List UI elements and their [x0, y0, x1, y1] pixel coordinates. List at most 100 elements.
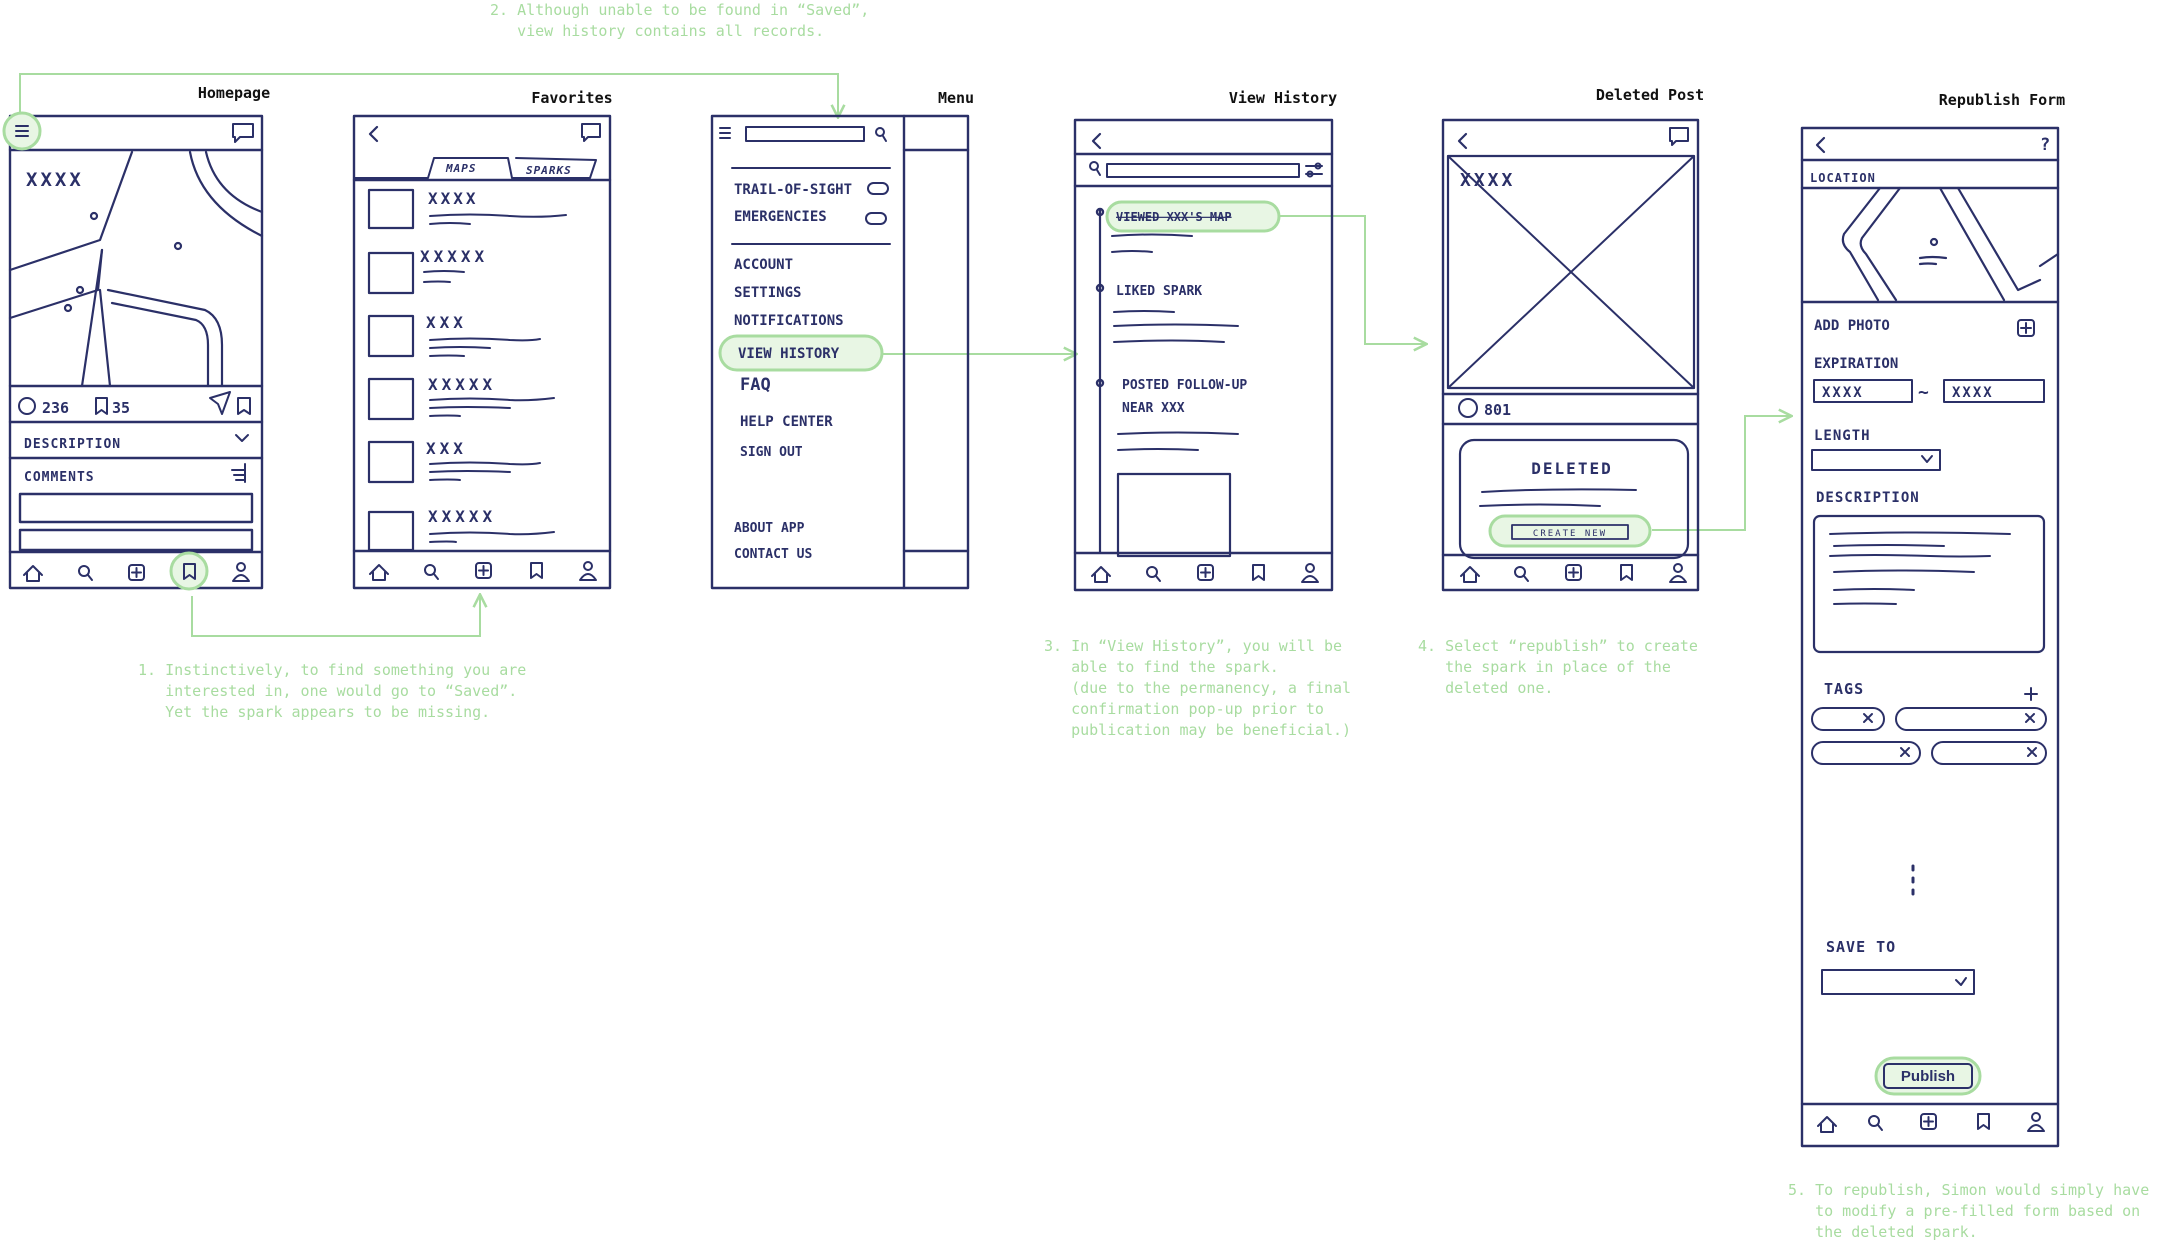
search-icon[interactable] [1089, 161, 1101, 176]
add-icon[interactable] [475, 562, 492, 579]
favorites-tab-maps[interactable]: MAPS [445, 162, 477, 175]
comment-input-2[interactable] [18, 528, 254, 552]
help-icon[interactable]: ? [2040, 135, 2050, 155]
screen-title-deleted-post: Deleted Post [1596, 86, 1704, 104]
nav-bookmark-icon[interactable] [530, 562, 543, 579]
menu-item-emergencies[interactable]: EMERGENCIES [734, 209, 827, 225]
add-photo-icon[interactable] [2017, 319, 2035, 337]
menu-item-about-app[interactable]: ABOUT APP [734, 521, 805, 536]
chat-icon[interactable] [232, 123, 254, 143]
search-icon[interactable] [1868, 1115, 1883, 1131]
favorite-thumb[interactable] [367, 251, 415, 295]
home-icon[interactable] [1817, 1116, 1837, 1133]
screen-title-view-history: View History [1229, 89, 1337, 107]
menu-item-sign-out[interactable]: SIGN OUT [740, 445, 803, 460]
home-icon[interactable] [23, 565, 43, 582]
menu-item-help-center[interactable]: HELP CENTER [740, 414, 833, 430]
nav-bookmark-icon[interactable] [1977, 1113, 1990, 1130]
add-icon[interactable] [1920, 1113, 1937, 1130]
search-icon[interactable] [1146, 566, 1161, 582]
menu-item-notifications[interactable]: NOTIFICATIONS [734, 313, 844, 329]
favorite-item-title: XXXX [428, 189, 479, 208]
menu-item-faq[interactable]: FAQ [740, 375, 771, 395]
filter-icon[interactable] [1305, 162, 1323, 178]
history-entry-near: NEAR XXX [1122, 401, 1185, 416]
home-icon[interactable] [1460, 566, 1480, 583]
description-textarea[interactable] [1812, 514, 2046, 654]
back-icon[interactable] [1457, 132, 1468, 150]
search-icon[interactable] [78, 565, 93, 581]
expiration-to-input[interactable] [1943, 379, 2045, 403]
profile-icon[interactable] [579, 561, 597, 581]
tag-chip[interactable] [1895, 707, 2047, 731]
history-entry-highlight[interactable] [1105, 200, 1281, 233]
back-icon[interactable] [1091, 132, 1102, 150]
history-text-lines [1111, 233, 1239, 451]
favorite-thumb[interactable] [367, 314, 415, 358]
search-icon[interactable] [424, 564, 439, 580]
search-icon[interactable] [875, 127, 887, 142]
create-new-label[interactable]: CREATE NEW [1533, 529, 1607, 539]
back-icon[interactable] [368, 125, 379, 143]
back-icon[interactable] [1815, 136, 1826, 154]
add-tag-icon[interactable] [2024, 687, 2038, 701]
sort-icon[interactable] [231, 463, 246, 483]
tag-chip[interactable] [1811, 707, 1885, 731]
deleted-post-map-label: XXXX [1460, 170, 1515, 191]
tag-chip[interactable] [1931, 741, 2047, 765]
save-to-select[interactable] [1821, 969, 1975, 995]
nav-bookmark-icon[interactable] [1620, 564, 1633, 581]
length-select[interactable] [1811, 449, 1941, 471]
chat-icon[interactable] [1669, 127, 1689, 146]
create-new-button[interactable] [1511, 524, 1629, 540]
search-input[interactable] [1106, 163, 1300, 178]
profile-icon[interactable] [232, 562, 250, 582]
nav-bookmark-icon[interactable] [1252, 564, 1265, 581]
history-thumbnail[interactable] [1116, 472, 1232, 558]
chat-icon[interactable] [581, 123, 601, 142]
add-icon[interactable] [1565, 564, 1582, 581]
bookmark-icon [95, 397, 108, 415]
add-icon[interactable] [128, 564, 145, 581]
favorite-thumb[interactable] [367, 510, 415, 552]
comment-input[interactable] [18, 492, 254, 524]
search-input[interactable] [745, 126, 865, 142]
profile-icon[interactable] [2027, 1112, 2045, 1132]
toggle-emergencies[interactable] [865, 212, 887, 225]
tag-remove-icons[interactable] [1863, 713, 2037, 757]
profile-icon[interactable] [1669, 563, 1687, 583]
search-icon[interactable] [1514, 566, 1529, 582]
save-icon[interactable] [237, 397, 251, 415]
chevron-down-icon[interactable] [1921, 455, 1933, 463]
chevron-down-icon[interactable] [235, 434, 249, 442]
republish-location-map [1841, 186, 2060, 302]
favorite-thumb[interactable] [367, 440, 415, 484]
publish-button-label[interactable]: Publish [1901, 1068, 1955, 1085]
add-photo-label[interactable]: ADD PHOTO [1814, 318, 1890, 334]
homepage-description-label[interactable]: DESCRIPTION [24, 437, 121, 452]
menu-item-trail-of-sight[interactable]: TRAIL-OF-SIGHT [734, 182, 852, 198]
menu-icon[interactable] [15, 125, 29, 137]
add-icon[interactable] [1197, 564, 1214, 581]
menu-item-account[interactable]: ACCOUNT [734, 257, 793, 273]
publish-button[interactable] [1883, 1063, 1973, 1089]
home-icon[interactable] [369, 564, 389, 581]
favorites-tab-sparks[interactable]: SPARKS [526, 164, 572, 177]
menu-icon[interactable] [719, 127, 731, 139]
nav-bookmark-icon[interactable] [183, 563, 196, 580]
favorite-item-title: XXXXX [420, 247, 488, 266]
menu-item-settings[interactable]: SETTINGS [734, 285, 801, 301]
favorite-thumb[interactable] [367, 377, 415, 421]
home-icon[interactable] [1091, 566, 1111, 583]
chevron-down-icon[interactable] [1955, 977, 1967, 986]
toggle-trail-of-sight[interactable] [867, 182, 889, 195]
tag-chip[interactable] [1811, 741, 1921, 765]
profile-icon[interactable] [1301, 563, 1319, 583]
share-icon[interactable] [209, 391, 231, 415]
expiration-from-input[interactable] [1813, 379, 1913, 403]
favorite-thumb[interactable] [367, 188, 415, 230]
expiration-from-value: XXXX [1822, 385, 1864, 401]
menu-item-view-history[interactable]: VIEW HISTORY [738, 346, 840, 362]
menu-item-contact-us[interactable]: CONTACT US [734, 547, 812, 562]
